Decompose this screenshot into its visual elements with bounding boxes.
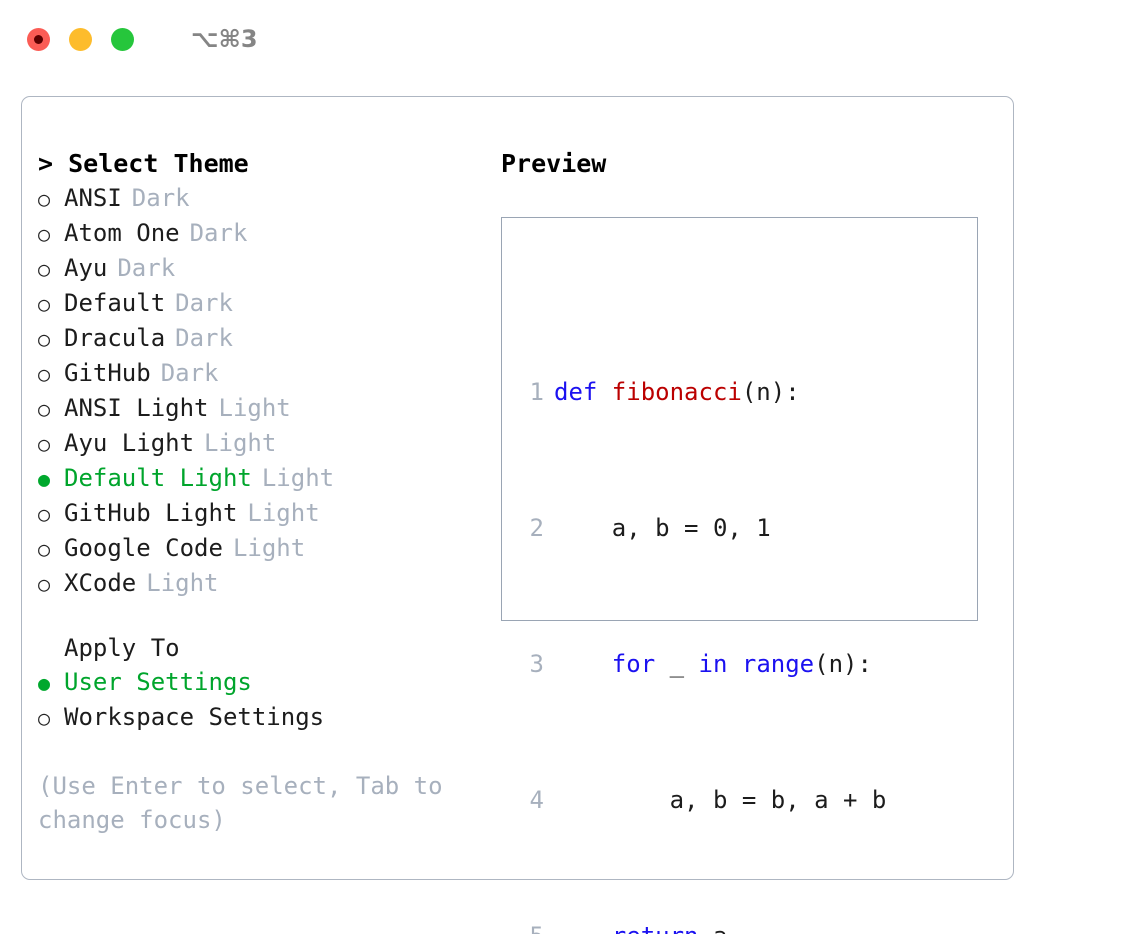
hint-spacer bbox=[38, 735, 478, 769]
theme-picker-column: > Select Theme ○ ANSI Dark ○ Atom One Da… bbox=[38, 147, 478, 837]
theme-option-label: GitHub bbox=[64, 359, 151, 387]
theme-option-default-light[interactable]: ● Default Light Light bbox=[38, 461, 478, 496]
code-sample: 1 def fibonacci(n): 2 a, b = 0, 1 3 for … bbox=[514, 273, 915, 934]
code-token: fibonacci bbox=[611, 378, 742, 406]
preview-box: 1 def fibonacci(n): 2 a, b = 0, 1 3 for … bbox=[501, 217, 978, 934]
theme-variant-tag: Dark bbox=[117, 254, 176, 282]
theme-option-label: XCode bbox=[64, 569, 137, 597]
radio-off-icon: ○ bbox=[38, 292, 51, 316]
apply-to-workspace-settings[interactable]: ○ Workspace Settings bbox=[38, 700, 478, 735]
theme-option-label: Dracula bbox=[64, 324, 166, 352]
theme-option-dracula-dark[interactable]: ○ Dracula Dark bbox=[38, 321, 478, 356]
theme-option-xcode[interactable]: ○ XCode Light bbox=[38, 566, 478, 601]
theme-option-atom-one-dark[interactable]: ○ Atom One Dark bbox=[38, 216, 478, 251]
code-token: a, b = 0, 1 bbox=[554, 514, 771, 542]
theme-variant-tag: Light bbox=[146, 569, 219, 597]
theme-variant-tag: Light bbox=[232, 534, 306, 562]
theme-option-ayu-light[interactable]: ○ Ayu Light Light bbox=[38, 426, 478, 461]
theme-variant-tag: Dark bbox=[189, 219, 248, 247]
close-button[interactable] bbox=[27, 27, 50, 51]
apply-to-option-label: Workspace Settings bbox=[64, 703, 325, 731]
code-token bbox=[727, 650, 741, 678]
code-token: in bbox=[698, 650, 728, 678]
theme-variant-tag: Dark bbox=[175, 289, 233, 317]
theme-variant-tag: Light bbox=[218, 394, 291, 422]
theme-option-ansi-dark[interactable]: ○ ANSI Dark bbox=[38, 181, 478, 216]
apply-to-user-settings[interactable]: ● User Settings bbox=[38, 665, 478, 700]
select-theme-heading: > Select Theme bbox=[38, 149, 249, 178]
theme-variant-tag: Light bbox=[247, 499, 320, 527]
code-token: _ bbox=[655, 650, 699, 678]
radio-off-icon: ○ bbox=[38, 397, 51, 421]
theme-variant-tag: Light bbox=[204, 429, 277, 457]
maximize-button[interactable] bbox=[111, 27, 134, 51]
radio-on-icon: ● bbox=[38, 467, 51, 491]
apply-to-heading: Apply To bbox=[64, 634, 180, 662]
line-number: 1 bbox=[529, 378, 544, 406]
title-bar: ⌥⌘3 bbox=[0, 0, 1140, 78]
theme-option-label: Default Light bbox=[64, 464, 252, 492]
theme-option-label: Atom One bbox=[64, 219, 180, 247]
theme-variant-tag: Dark bbox=[160, 359, 219, 387]
theme-option-label: GitHub Light bbox=[64, 499, 238, 527]
code-line: 3 for _ in range(n): bbox=[514, 647, 915, 681]
theme-option-google-code[interactable]: ○ Google Code Light bbox=[38, 531, 478, 566]
radio-off-icon: ○ bbox=[38, 537, 51, 561]
theme-option-github-light[interactable]: ○ GitHub Light Light bbox=[38, 496, 478, 531]
radio-off-icon: ○ bbox=[38, 572, 51, 596]
theme-option-label: ANSI bbox=[64, 184, 122, 212]
code-line: 5 return a bbox=[514, 919, 915, 934]
radio-off-icon: ○ bbox=[38, 432, 51, 456]
dialog-panel: > Select Theme ○ ANSI Dark ○ Atom One Da… bbox=[21, 96, 1014, 934]
keyboard-hint-text: (Use Enter to select, Tab to change focu… bbox=[38, 772, 443, 834]
code-token bbox=[554, 922, 612, 934]
code-token bbox=[554, 650, 612, 678]
code-token: range bbox=[741, 650, 815, 678]
theme-option-label: Default bbox=[64, 289, 166, 317]
code-line: 2 a, b = 0, 1 bbox=[514, 511, 915, 545]
line-number: 5 bbox=[514, 919, 554, 934]
code-token: a bbox=[699, 922, 727, 934]
preview-column: Preview 1 def fibonacci(n): 2 a, b = 0, … bbox=[501, 147, 981, 934]
theme-option-default-dark[interactable]: ○ Default Dark bbox=[38, 286, 478, 321]
theme-option-label: ANSI Light bbox=[64, 394, 209, 422]
minimize-button[interactable] bbox=[69, 27, 92, 51]
preview-heading: Preview bbox=[501, 149, 607, 178]
code-line: 1 def fibonacci(n): bbox=[514, 375, 915, 409]
theme-variant-tag: Light bbox=[261, 464, 335, 492]
radio-off-icon: ○ bbox=[38, 362, 51, 386]
line-number: 4 bbox=[529, 786, 544, 814]
theme-option-label: Ayu bbox=[64, 254, 108, 282]
theme-option-ansi-light[interactable]: ○ ANSI Light Light bbox=[38, 391, 478, 426]
theme-option-ayu-dark[interactable]: ○ Ayu Dark bbox=[38, 251, 478, 286]
code-line: 4 a, b = b, a + b bbox=[514, 783, 915, 817]
code-token: a, b = b, a + b bbox=[554, 786, 887, 814]
radio-off-icon: ○ bbox=[38, 502, 51, 526]
theme-option-list[interactable]: ○ ANSI Dark ○ Atom One Dark ○ Ayu Dark bbox=[38, 181, 478, 601]
radio-off-icon: ○ bbox=[38, 187, 51, 211]
code-token: for bbox=[611, 650, 656, 678]
theme-option-label: Ayu Light bbox=[64, 429, 195, 457]
code-token: (n): bbox=[741, 378, 800, 406]
radio-off-icon: ○ bbox=[38, 222, 51, 246]
radio-off-icon: ○ bbox=[38, 706, 51, 730]
code-token: (n): bbox=[814, 650, 872, 678]
theme-variant-tag: Dark bbox=[175, 324, 233, 352]
theme-variant-tag: Dark bbox=[131, 184, 190, 212]
theme-option-label: Google Code bbox=[64, 534, 223, 562]
list-spacer bbox=[38, 601, 478, 631]
apply-to-option-list[interactable]: ● User Settings ○ Workspace Settings bbox=[38, 665, 478, 735]
keyboard-shortcut-label: ⌥⌘3 bbox=[191, 25, 258, 53]
line-number: 2 bbox=[529, 514, 544, 542]
radio-on-icon: ● bbox=[38, 671, 51, 695]
code-token: def bbox=[554, 378, 612, 406]
line-number: 3 bbox=[529, 650, 544, 678]
radio-off-icon: ○ bbox=[38, 257, 51, 281]
apply-to-option-label: User Settings bbox=[64, 668, 252, 696]
theme-option-github-dark[interactable]: ○ GitHub Dark bbox=[38, 356, 478, 391]
code-token: return bbox=[612, 922, 699, 934]
window-controls bbox=[27, 27, 134, 51]
radio-off-icon: ○ bbox=[38, 327, 51, 351]
